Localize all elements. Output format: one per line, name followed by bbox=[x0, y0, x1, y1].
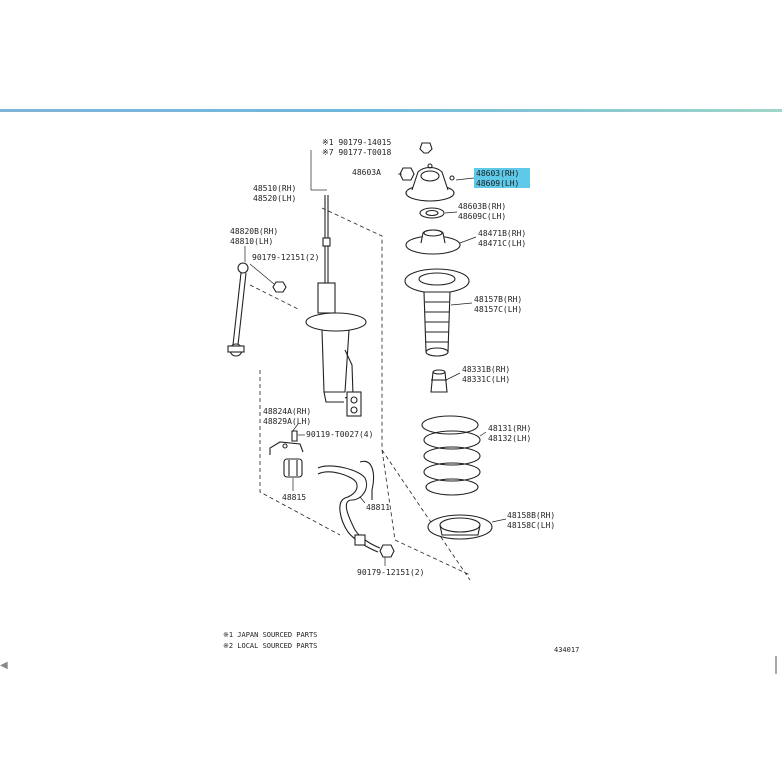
bracket-bolt bbox=[291, 430, 298, 442]
top-nut bbox=[399, 167, 415, 181]
spring-upper-seat[interactable] bbox=[405, 229, 461, 255]
assembly-outline bbox=[249, 207, 471, 581]
scroll-left-icon[interactable]: ◀ bbox=[0, 660, 8, 671]
label-link-rh[interactable]: 48820B(RH) bbox=[230, 227, 278, 236]
bar-clamp bbox=[354, 534, 366, 546]
scrollbar-right[interactable] bbox=[775, 656, 777, 674]
figure-id: 434017 bbox=[554, 646, 579, 654]
bump-stopper[interactable] bbox=[430, 369, 448, 393]
label-link-lh[interactable]: 48810(LH) bbox=[230, 237, 273, 246]
label-mount-rh[interactable]: 48603(RH) bbox=[476, 169, 519, 178]
label-boot-lh[interactable]: 48157C(LH) bbox=[474, 305, 522, 314]
label-spring-rh[interactable]: 48131(RH) bbox=[488, 424, 531, 433]
strut-mount[interactable] bbox=[405, 163, 455, 202]
label-bracket-lh[interactable]: 48829A(LH) bbox=[263, 417, 311, 426]
label-bearing-rh[interactable]: 48603B(RH) bbox=[458, 202, 506, 211]
bottom-nut bbox=[379, 544, 395, 558]
spring-lower-seat[interactable] bbox=[427, 514, 493, 540]
label-bracket-rh[interactable]: 48824A(RH) bbox=[263, 407, 311, 416]
label-stabilizer[interactable]: 48811 bbox=[366, 503, 390, 512]
label-nut-bottom[interactable]: 90179-12151(2) bbox=[357, 568, 424, 577]
leader-lines bbox=[244, 150, 507, 566]
label-bushing[interactable]: 48815 bbox=[282, 493, 306, 502]
shock-strut[interactable] bbox=[305, 195, 367, 417]
label-nut-link[interactable]: 90179-12151(2) bbox=[252, 253, 319, 262]
label-bumper-lh[interactable]: 48331C(LH) bbox=[462, 375, 510, 384]
label-lower-seat-rh[interactable]: 48158B(RH) bbox=[507, 511, 555, 520]
top-accent-bar bbox=[0, 109, 782, 112]
highlight-box bbox=[474, 168, 530, 188]
label-seat-rh[interactable]: 48471B(RH) bbox=[478, 229, 526, 238]
label-mount-lh[interactable]: 48609(LH) bbox=[476, 179, 519, 188]
label-bolt-bracket[interactable]: 90119-T0027(4) bbox=[306, 430, 373, 439]
label-nut-top[interactable]: 48603A bbox=[352, 168, 381, 177]
label-lower-seat-lh[interactable]: 48158C(LH) bbox=[507, 521, 555, 530]
label-strut-lh[interactable]: 48520(LH) bbox=[253, 194, 296, 203]
label-seat-lh[interactable]: 48471C(LH) bbox=[478, 239, 526, 248]
dust-boot[interactable] bbox=[404, 268, 470, 357]
footnote-local: ※2 LOCAL SOURCED PARTS bbox=[223, 642, 317, 650]
label-bearing-lh[interactable]: 48609C(LH) bbox=[458, 212, 506, 221]
footnote-japan: ※1 JAPAN SOURCED PARTS bbox=[223, 631, 317, 639]
link-nut bbox=[272, 281, 287, 293]
label-note-strut-2: ※7 90177-T0018 bbox=[322, 148, 392, 157]
label-strut-rh[interactable]: 48510(RH) bbox=[253, 184, 296, 193]
label-bumper-rh[interactable]: 48331B(RH) bbox=[462, 365, 510, 374]
label-spring-lh[interactable]: 48132(LH) bbox=[488, 434, 531, 443]
bushing-bracket[interactable] bbox=[269, 441, 304, 478]
label-note-strut-1: ※1 90179-14015 bbox=[322, 138, 392, 147]
bearing[interactable] bbox=[419, 207, 445, 219]
label-boot-rh[interactable]: 48157B(RH) bbox=[474, 295, 522, 304]
stabilizer-link[interactable] bbox=[227, 262, 249, 357]
coil-spring[interactable] bbox=[421, 415, 481, 496]
